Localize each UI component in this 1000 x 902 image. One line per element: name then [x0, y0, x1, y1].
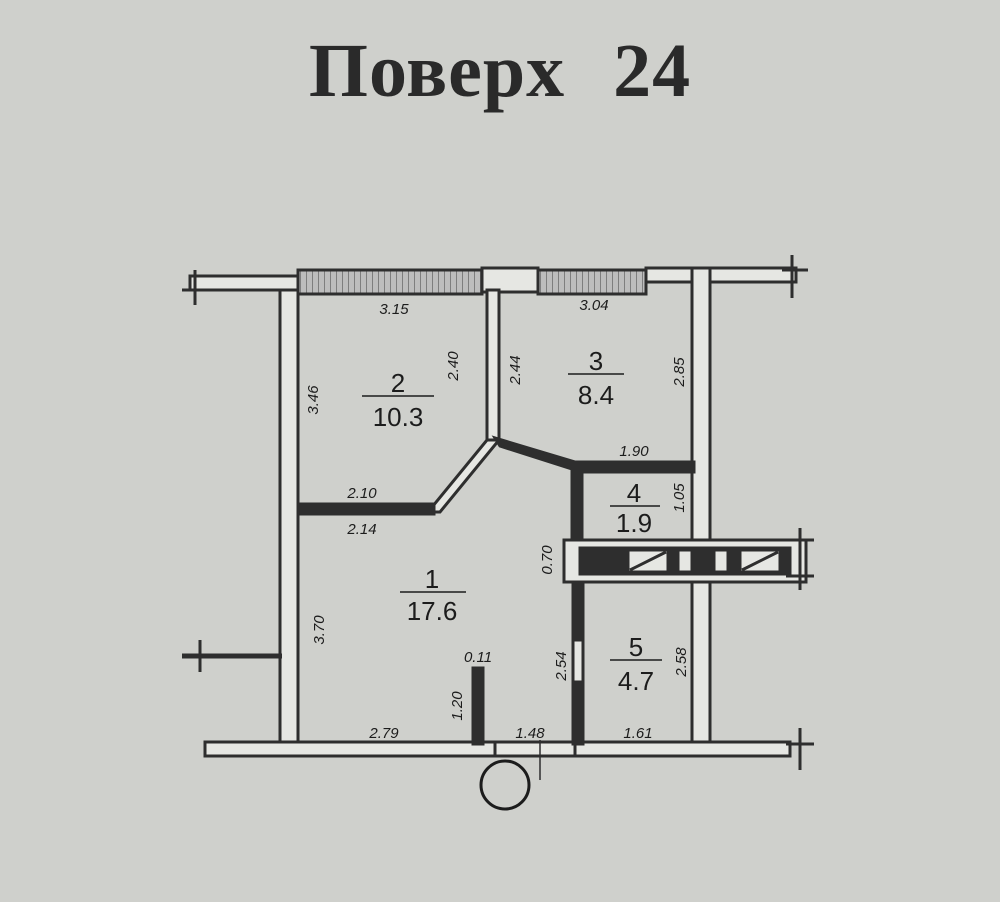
wall-room-4-left [570, 460, 584, 544]
dim-room-4-top: 1.90 [619, 443, 649, 460]
dim-room-3-right: 2.85 [671, 357, 688, 388]
dim-room-1-bottom: 2.79 [368, 725, 399, 742]
wall-bottom-right [573, 740, 792, 758]
wall-bottom-left [203, 740, 497, 758]
outer-walls [188, 266, 798, 758]
dim-stub-thickness: 0.11 [464, 649, 492, 666]
room-4-number: 4 [627, 478, 641, 508]
dim-room-2-right: 2.40 [445, 351, 462, 382]
wall-2-1 [296, 502, 436, 516]
room-3-number: 3 [589, 346, 603, 376]
room-1-area: 17.6 [407, 596, 458, 626]
dim-room-3-left: 2.44 [507, 355, 524, 385]
window-room-2 [296, 268, 484, 296]
section-markers [182, 255, 814, 780]
room-5-number: 5 [629, 632, 643, 662]
dim-room-5-left: 2.54 [553, 651, 570, 681]
wall-top-left-stub [188, 274, 300, 292]
room-labels: 2 10.3 3 8.4 4 1.9 1 17.6 5 4.7 [362, 346, 662, 696]
page-title: Поверх 24 [308, 29, 692, 113]
room-3-area: 8.4 [578, 380, 614, 410]
dim-shaft-depth: 0.70 [539, 545, 556, 575]
wall-bottom-door [493, 740, 577, 758]
wall-diagonal-1 [424, 438, 503, 514]
room-2-number: 2 [391, 368, 405, 398]
shaft-vent-1-diag [629, 550, 667, 572]
dim-wall-2-1-bottom: 2.14 [346, 521, 376, 538]
room-2-area: 10.3 [373, 402, 424, 432]
dim-room-5-bottom: 1.61 [623, 725, 652, 742]
dim-stub-length: 1.20 [449, 691, 466, 721]
door-gap-5 [571, 638, 585, 684]
shaft-vent-4-diag [741, 550, 779, 572]
room-1-number: 1 [425, 564, 439, 594]
dim-room-5-right: 2.58 [673, 647, 690, 678]
dim-room-1-left: 3.70 [311, 615, 328, 645]
interior-walls [296, 288, 808, 746]
entrance-marker-icon [479, 759, 531, 811]
dim-room-3-width: 3.04 [579, 297, 608, 314]
shaft-vent-2 [676, 548, 694, 574]
room-4-area: 1.9 [616, 508, 652, 538]
wall-room-4-top [570, 460, 696, 474]
wall-top-right [644, 266, 798, 284]
wall-right [690, 266, 712, 758]
dim-wall-2-1-top: 2.10 [346, 485, 377, 502]
dim-room-4-right: 1.05 [671, 483, 688, 513]
shaft-vent-3 [712, 548, 730, 574]
dim-entrance-width: 1.48 [515, 725, 545, 742]
room-5-area: 4.7 [618, 666, 654, 696]
dim-room-2-width: 3.15 [379, 301, 409, 318]
wall-top-pier [480, 266, 540, 294]
window-room-3 [536, 268, 648, 296]
wall-left [278, 274, 300, 758]
wall-diagonal-3-4 [491, 435, 577, 473]
dimension-labels: 3.15 3.04 3.46 2.40 2.44 2.85 1.90 2.10 … [305, 297, 690, 742]
dim-room-2-left: 3.46 [305, 385, 322, 415]
wall-entry-stub [471, 666, 485, 746]
wall-2-3 [485, 288, 501, 442]
